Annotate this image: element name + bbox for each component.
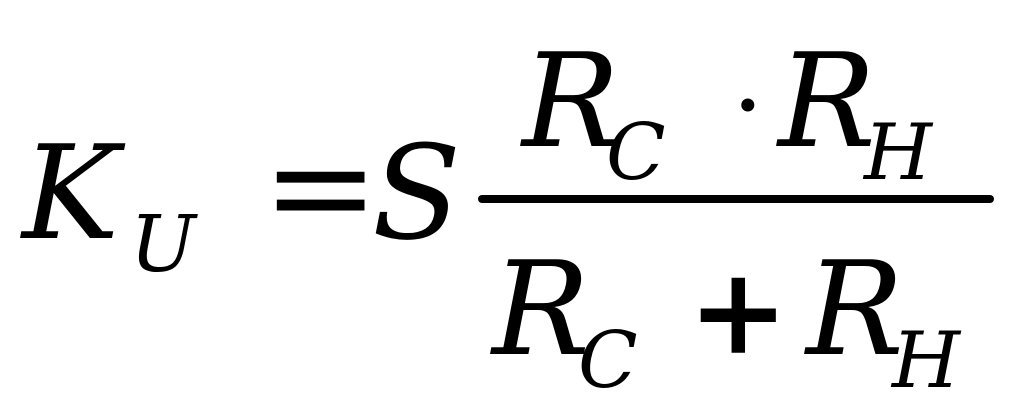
numerator-r-c-symbol: R xyxy=(522,25,620,177)
fraction-bar xyxy=(478,195,994,203)
numerator-r-h-subscript: H xyxy=(864,108,933,198)
transconductance-symbol: S xyxy=(372,117,462,269)
gain-symbol: K xyxy=(22,117,120,269)
equals-sign: = xyxy=(262,106,380,269)
denominator-r-c-subscript: C xyxy=(578,316,638,406)
denominator-r-h-subscript: H xyxy=(892,316,961,406)
numerator-multiply-dot: · xyxy=(732,47,764,164)
numerator-r-c-subscript: C xyxy=(606,108,666,198)
denominator-plus-sign: + xyxy=(688,241,789,382)
denominator-r-h-symbol: R xyxy=(806,233,904,385)
numerator-r-h-symbol: R xyxy=(778,25,876,177)
denominator-r-c-symbol: R xyxy=(492,233,590,385)
gain-subscript: U xyxy=(130,200,196,290)
